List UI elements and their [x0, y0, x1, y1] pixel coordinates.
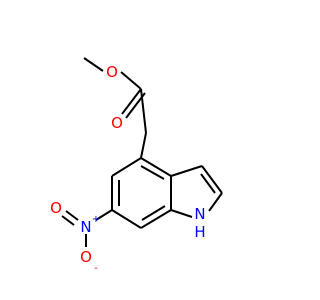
- bond-c4-c5: [111, 157, 142, 177]
- bond-c7-c7a-inner: [141, 205, 166, 221]
- nitro-oxygen-double-label: O: [50, 199, 62, 217]
- bond-ch2-ring: [140, 132, 147, 159]
- nitro-nitrogen-charge: +: [92, 214, 100, 225]
- bonds: [61, 57, 223, 247]
- bond-c3-c2-inner: [200, 173, 216, 194]
- nitro-oxygen-single-charge: -: [94, 263, 98, 274]
- atom-labels: O O N + O O - N H: [50, 63, 206, 274]
- bond-c6-nitro: [95, 209, 113, 221]
- nitro-oxygen-single-label: O: [80, 248, 92, 266]
- bond-c7-c7a: [140, 209, 172, 229]
- nitro-nitrogen-label: N: [80, 218, 91, 236]
- bond-c3a-c4-inner: [140, 165, 165, 180]
- indole-nitrogen-hydrogen-label: H: [194, 223, 205, 241]
- bond-c6-c7: [111, 209, 142, 229]
- bond-carbonyl-ch2: [140, 88, 147, 134]
- structure-svg: O O N + O O - N H: [50, 57, 223, 274]
- bond-oxygen-carbonyl: [120, 71, 142, 90]
- bond-c3a-c3: [170, 165, 203, 177]
- bond-methyl-oxygen: [83, 57, 104, 72]
- bond-c3-c2: [201, 165, 223, 194]
- indole-nitrogen-label: N: [194, 205, 205, 223]
- bond-carbonyl-double-a: [121, 88, 142, 115]
- bond-nitro-oxygen-double-b: [61, 215, 75, 226]
- molecule-diagram: O O N + O O - N H: [50, 57, 223, 274]
- bond-c2-n1: [208, 192, 223, 212]
- bond-n1-c7a: [170, 209, 193, 218]
- ester-ether-oxygen-label: O: [106, 63, 118, 81]
- bond-c3a-c4: [140, 157, 172, 177]
- bond-nitro-oxygen-double-a: [65, 210, 79, 221]
- ester-carbonyl-oxygen-label: O: [111, 114, 123, 132]
